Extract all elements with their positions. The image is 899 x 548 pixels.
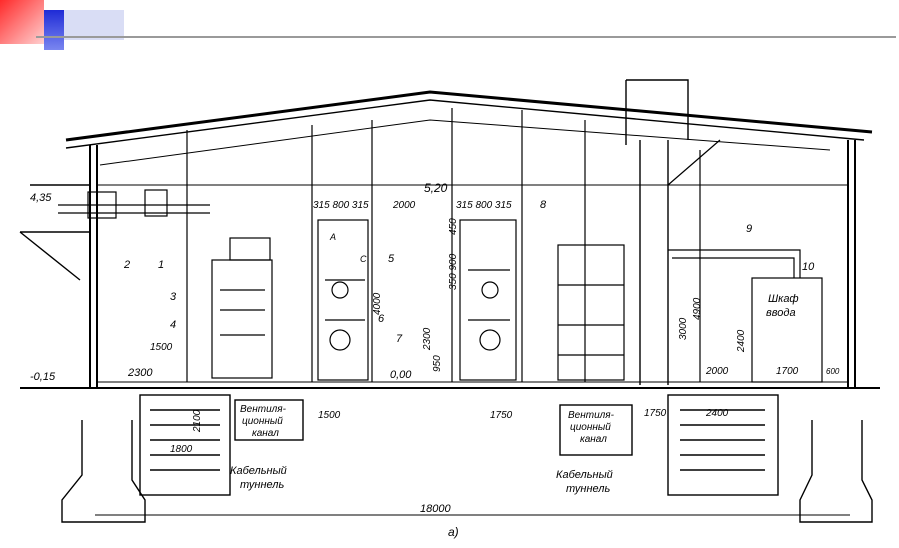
dim-4900: 4900 — [692, 297, 703, 320]
dim-1750-left: 1750 — [490, 410, 513, 421]
cable-right-line2: туннель — [566, 483, 610, 495]
cabinet-label-line1: Шкаф — [768, 293, 799, 305]
callout-8: 8 — [540, 199, 547, 211]
callout-10: 10 — [802, 261, 815, 273]
cable-left-line2: туннель — [240, 479, 284, 491]
vent-left-line3: канал — [252, 428, 279, 439]
dim-3000: 3000 — [678, 317, 689, 340]
dim-2100: 2100 — [192, 409, 203, 433]
cable-left-line1: Кабельный — [230, 465, 287, 477]
callout-1: 1 — [158, 259, 164, 271]
vent-left-line2: ционный — [242, 416, 283, 427]
annotations: 5,20 4,35 0,00 -0,15 315 800 315 2000 31… — [30, 181, 840, 539]
dim-2000-right: 2000 — [705, 366, 729, 377]
dim-315-800-315-left: 315 800 315 — [313, 200, 369, 211]
callout-9: 9 — [746, 223, 752, 235]
letter-a: A — [329, 232, 336, 242]
dim-1800: 1800 — [170, 444, 193, 455]
elev-floor-label: 0,00 — [390, 369, 412, 381]
callout-4: 4 — [170, 319, 176, 331]
cabinet-label-line2: ввода — [766, 307, 796, 319]
dim-600: 600 — [826, 367, 840, 376]
callout-3: 3 — [170, 291, 177, 303]
dim-1500-bottom: 1500 — [318, 410, 341, 421]
vent-right-line3: канал — [580, 434, 607, 445]
cable-right-line1: Кабельный — [556, 469, 613, 481]
dim-2400: 2400 — [705, 408, 729, 419]
title-rule — [36, 36, 896, 38]
elev-roof-label: 5,20 — [424, 181, 448, 195]
foundations — [61, 394, 873, 523]
elev-top-label: 4,35 — [30, 192, 52, 204]
dim-1500-left: 1500 — [150, 342, 173, 353]
vent-right-line2: ционный — [570, 422, 611, 433]
letter-c: C — [360, 254, 367, 264]
callout-5: 5 — [388, 253, 395, 265]
dim-4000: 4000 — [372, 292, 383, 315]
dim-315-800-315-right: 315 800 315 — [456, 200, 512, 211]
dim-1700: 1700 — [776, 366, 799, 377]
dim-2000-top: 2000 — [392, 200, 416, 211]
dim-2300: 2300 — [127, 367, 153, 379]
vent-right-line1: Вентиля- — [568, 410, 615, 421]
figure-caption: а) — [448, 525, 459, 539]
vent-left-line1: Вентиля- — [240, 404, 287, 415]
equipment — [58, 108, 823, 383]
title-decoration-lavender-square — [64, 10, 124, 40]
callout-2: 2 — [123, 259, 130, 271]
dim-18000: 18000 — [420, 503, 451, 515]
callout-7: 7 — [396, 333, 403, 345]
title-decoration-blue-square — [44, 10, 64, 50]
building-shell — [19, 79, 880, 389]
dim-450: 450 — [448, 218, 459, 235]
elev-ground-label: -0,15 — [30, 371, 56, 383]
dim-2400-vertical: 2400 — [736, 329, 747, 353]
dim-1750-right: 1750 — [644, 408, 667, 419]
dim-2300-vertical: 2300 — [422, 327, 433, 351]
dim-950: 950 — [432, 355, 443, 372]
callout-6: 6 — [378, 313, 385, 325]
dim-350-900: 350 900 — [448, 253, 459, 290]
